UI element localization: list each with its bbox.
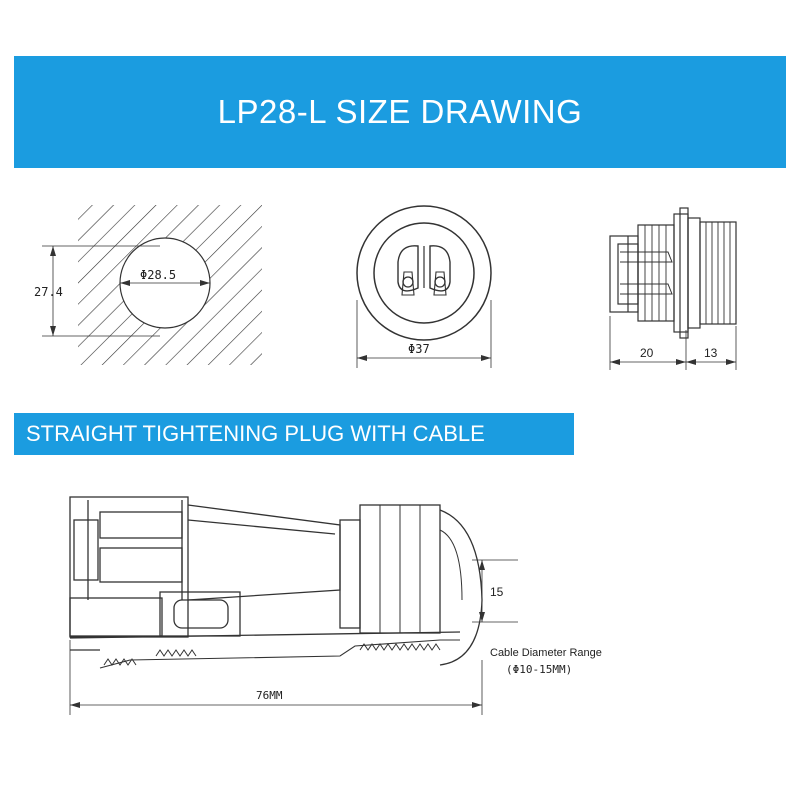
- side-view-drawing: [609, 207, 737, 370]
- section-header: STRAIGHT TIGHTENING PLUG WITH CABLE: [14, 413, 574, 455]
- plug-length-label: 76MM: [256, 689, 283, 702]
- side-dim-left-label: 20: [640, 346, 654, 360]
- cable-range-value: (Φ10-15MM): [506, 663, 572, 676]
- front-view-drawing: [356, 205, 492, 368]
- front-diameter-label: Φ37: [408, 342, 430, 356]
- cable-range-title: Cable Diameter Range: [490, 647, 602, 659]
- side-dim-right-label: 13: [704, 346, 718, 360]
- contact-right: [429, 245, 451, 292]
- page-title: LP28-L SIZE DRAWING: [217, 93, 583, 130]
- cutout-height-label: 27.4: [34, 285, 63, 299]
- contact-left: [397, 245, 419, 292]
- plug-height-label: 15: [490, 585, 504, 599]
- cutout-hole-label: Φ28.5: [140, 268, 176, 282]
- title-banner: LP28-L SIZE DRAWING: [14, 56, 786, 168]
- plug-drawing: [69, 496, 518, 715]
- panel-cutout-drawing: [42, 205, 262, 365]
- section-title: STRAIGHT TIGHTENING PLUG WITH CABLE: [26, 421, 485, 446]
